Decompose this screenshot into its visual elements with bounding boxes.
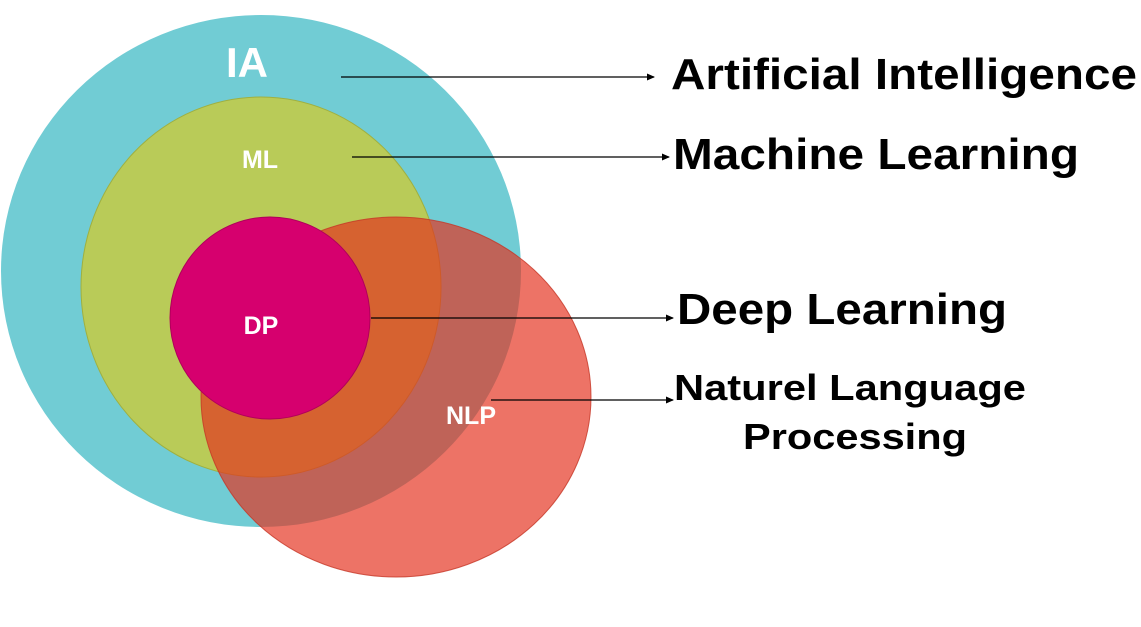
- machine-learning-label: Machine Learning: [673, 130, 1079, 179]
- artificial-intelligence-label: Artificial Intelligence: [671, 50, 1137, 99]
- nlp-label-line2: Processing: [743, 416, 967, 457]
- dp-circle: [169, 216, 371, 420]
- ia-label: IA: [226, 39, 268, 86]
- dp-label: DP: [244, 312, 279, 340]
- deep-learning-label: Deep Learning: [677, 285, 1007, 334]
- ml-label: ML: [242, 146, 278, 174]
- nlp-label: NLP: [446, 402, 496, 430]
- nlp-label-line1: Naturel Language: [674, 367, 1026, 408]
